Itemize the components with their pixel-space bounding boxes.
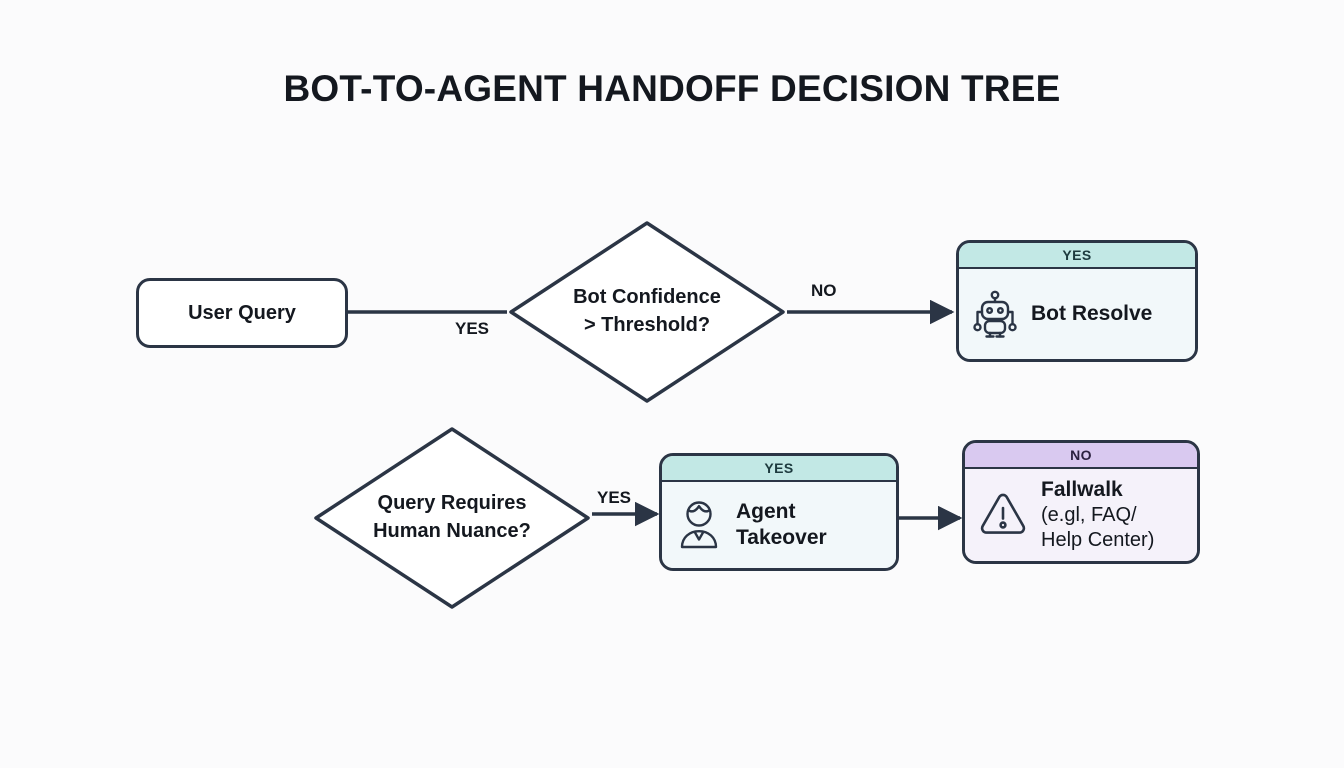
node-bot-confidence[interactable]: Bot Confidence > Threshold? <box>507 219 787 405</box>
node-agent-takeover-line2: Takeover <box>736 526 827 549</box>
node-fallwalk-line3: Help Center) <box>1041 529 1155 552</box>
node-bot-resolve[interactable]: YES <box>956 240 1198 362</box>
warning-triangle-icon <box>979 492 1027 538</box>
node-agent-takeover-body: Agent Takeover <box>662 482 896 568</box>
node-fallwalk-line1: Fallwalk <box>1041 478 1123 502</box>
node-user-query[interactable]: User Query <box>136 278 348 348</box>
node-agent-takeover-line1: Agent <box>736 499 796 523</box>
node-bot-resolve-body: Bot Resolve <box>959 269 1195 359</box>
node-fallwalk-label: Fallwalk (e.gl, FAQ/ Help Center) <box>1041 477 1154 553</box>
node-bot-resolve-label: Bot Resolve <box>1031 301 1153 325</box>
edge-label-no-confidence: NO <box>811 281 837 300</box>
node-bot-resolve-header: YES <box>959 243 1195 269</box>
node-query-nuance[interactable]: Query Requires Human Nuance? <box>312 425 592 611</box>
diamond-shape <box>509 221 785 403</box>
node-fallwalk-body: Fallwalk (e.gl, FAQ/ Help Center) <box>965 469 1197 561</box>
node-user-query-label: User Query <box>188 301 296 324</box>
edge-label-yes-nuance: YES <box>597 488 632 507</box>
diamond-shape <box>314 427 590 609</box>
agent-person-icon <box>676 500 722 550</box>
node-fallwalk-line2: (e.gl, FAQ/ <box>1041 504 1137 527</box>
node-agent-takeover-label: Agent Takeover <box>736 499 827 551</box>
robot-icon <box>973 290 1017 338</box>
node-fallwalk[interactable]: NO Fallwalk (e.gl, FAQ/ Help Center) <box>962 440 1200 564</box>
node-agent-takeover[interactable]: YES Agent Takeover <box>659 453 899 571</box>
page-title: BOT-TO-AGENT HANDOFF DECISION TREE <box>283 68 1061 109</box>
edge-label-yes-user: YES <box>455 319 490 338</box>
node-agent-takeover-header: YES <box>662 456 896 482</box>
node-fallwalk-header: NO <box>965 443 1197 469</box>
